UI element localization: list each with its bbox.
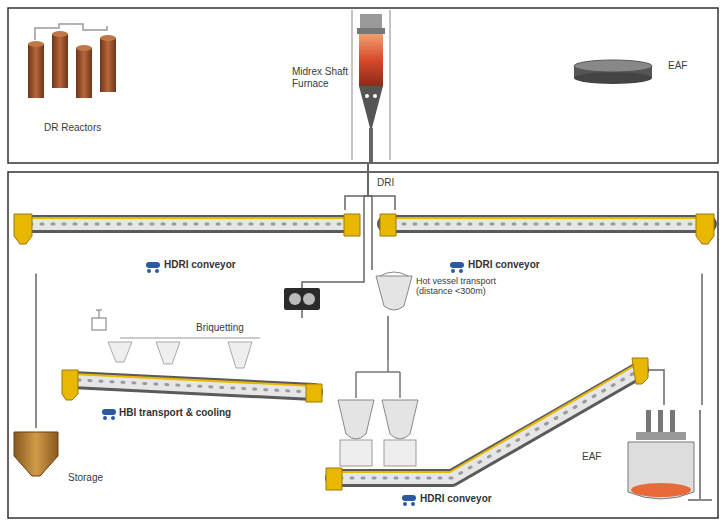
briquetting-hoppers: [92, 310, 260, 368]
eaf-icon: [628, 410, 712, 500]
node-label: Midrex Shaft Furnace: [292, 66, 352, 89]
shaft-furnace-icon: [352, 10, 390, 162]
storage-unit: Storage: [10, 428, 120, 490]
node-label: EAF: [582, 451, 601, 463]
flow-label: DRI: [377, 177, 394, 189]
node-label: HDRI conveyor: [468, 259, 540, 271]
conveyor-unit: HBI transport & cooling: [60, 318, 325, 422]
conveyor-unit: HDRI conveyor: [12, 210, 355, 274]
flow-line: [368, 162, 372, 270]
shaft-furnace: Midrex Shaft Furnace: [288, 12, 400, 162]
eaf-unit: EAF: [576, 405, 712, 510]
node-label: HDRI conveyor: [164, 259, 236, 271]
conveyor-unit: HDRI conveyor: [322, 360, 648, 512]
node-label: HBI transport & cooling: [119, 407, 231, 419]
flow-line: [648, 370, 664, 405]
flow-label: Briquetting: [196, 322, 244, 334]
node-label: EAF: [668, 60, 687, 72]
briquetting-press: [284, 288, 320, 310]
conveyor-unit: HDRI conveyor: [378, 210, 716, 274]
top-panel: [8, 8, 718, 163]
node-label: HDRI conveyor: [420, 493, 492, 505]
bottom-panel: [8, 172, 718, 518]
flow-line: [35, 274, 37, 429]
node-label: DR Reactors: [44, 122, 101, 134]
eaf-unit: EAF: [568, 52, 710, 92]
storage-hopper: [14, 432, 58, 476]
transfer-vessels: [338, 360, 418, 466]
dr-reactors-icon: [28, 24, 116, 98]
eaf-top-icon: [574, 60, 652, 84]
vessel-transport: Hot vessel transport (distance <300m): [368, 270, 519, 316]
flow-line: [302, 162, 368, 318]
flow-line: [387, 316, 389, 360]
node-label: Storage: [68, 472, 103, 484]
conveyor-belts: [24, 218, 708, 478]
reactor-group: DR Reactors: [20, 20, 144, 144]
hot-vessel-icon: [376, 272, 412, 310]
conveyor-label-icons: [102, 262, 464, 506]
node-label: Hot vessel transport (distance <300m): [416, 276, 516, 297]
flow-line: [701, 274, 703, 406]
